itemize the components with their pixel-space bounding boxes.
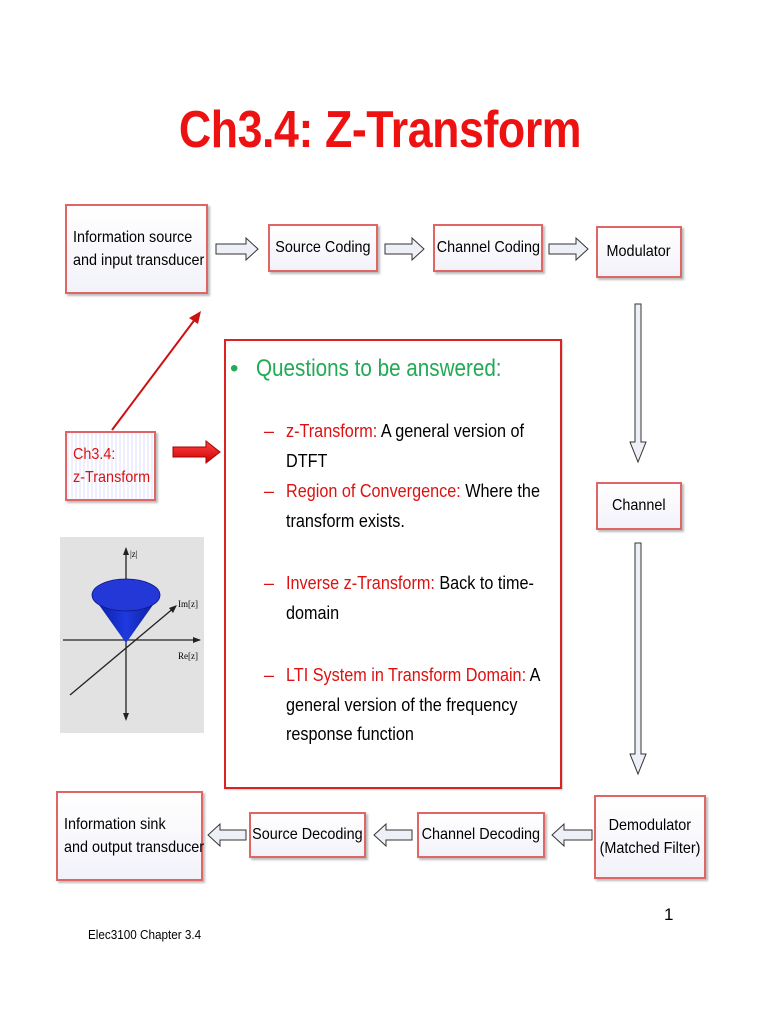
diagonal-arrowhead-icon [189, 311, 201, 324]
down-arrow-icon [630, 304, 646, 462]
left-arrow-icon [374, 824, 412, 846]
left-arrow-icon [208, 824, 246, 846]
footer-text: Elec3100 Chapter 3.4 [88, 927, 201, 942]
left-arrow-icon [552, 824, 592, 846]
page-number: 1 [664, 905, 673, 925]
down-arrow-icon [630, 543, 646, 774]
right-arrow-icon [216, 238, 258, 260]
red-right-arrow-icon [173, 441, 220, 463]
diagonal-red-line [112, 318, 196, 430]
right-arrow-icon [385, 238, 424, 260]
right-arrow-icon [549, 238, 588, 260]
